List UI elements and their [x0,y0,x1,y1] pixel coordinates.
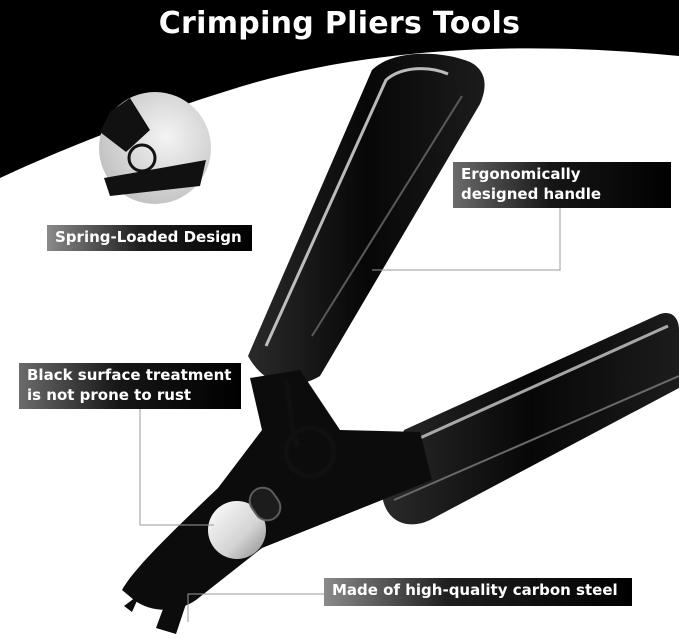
pivot-rivet [208,501,266,559]
callout-surface: Black surface treatment is not prone to … [19,363,241,409]
callout-steel: Made of high-quality carbon steel [324,578,632,606]
page-title: Crimping Pliers Tools [158,6,521,41]
spring-coil [283,425,337,479]
title-banner [0,0,679,178]
callout-lines [139,208,561,622]
callout-handle: Ergonomically designed handle [453,162,671,208]
plier-jaw [122,370,432,610]
upper-handle [248,53,485,385]
callout-spring: Spring-Loaded Design [47,225,252,251]
lower-handle [382,312,679,525]
